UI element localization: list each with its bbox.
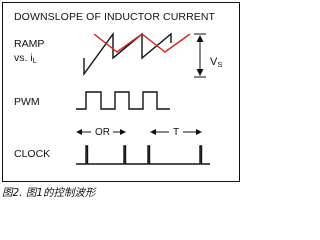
diagram-frame	[2, 2, 240, 182]
ramp-label: RAMP	[14, 38, 45, 50]
vs-arrow-up-icon	[196, 35, 204, 42]
or-left-arrow-icon	[76, 129, 82, 135]
waveform-drawing	[76, 31, 210, 165]
pwm-label: PWM	[14, 96, 40, 108]
figure-caption: 图2. 图1的控制波形	[2, 187, 96, 199]
vs-il-label: vs. iL	[14, 52, 37, 65]
clock-waveform	[76, 145, 210, 165]
inductor-current-downslope	[93, 33, 191, 53]
vs-il-prefix: vs. i	[14, 52, 33, 64]
clock-label: CLOCK	[14, 148, 51, 160]
vs-symbol: VS	[210, 56, 222, 69]
or-right-arrow-icon	[120, 129, 126, 135]
diagram-title: DOWNSLOPE OF INDUCTOR CURRENT	[14, 11, 216, 23]
pwm-waveform	[76, 91, 170, 110]
t-left-arrow-icon	[150, 129, 156, 135]
vs-arrow-down-icon	[196, 69, 204, 76]
vs-il-subscript: L	[32, 56, 37, 65]
vs-symbol-main: V	[210, 56, 218, 68]
or-label: OR	[95, 127, 110, 138]
ramp-waveform	[83, 31, 172, 77]
vs-symbol-subscript: S	[217, 60, 223, 69]
figure: DOWNSLOPE OF INDUCTOR CURRENT RAMP vs. i…	[2, 2, 240, 199]
t-right-arrow-icon	[196, 129, 202, 135]
t-label: T	[173, 127, 180, 138]
